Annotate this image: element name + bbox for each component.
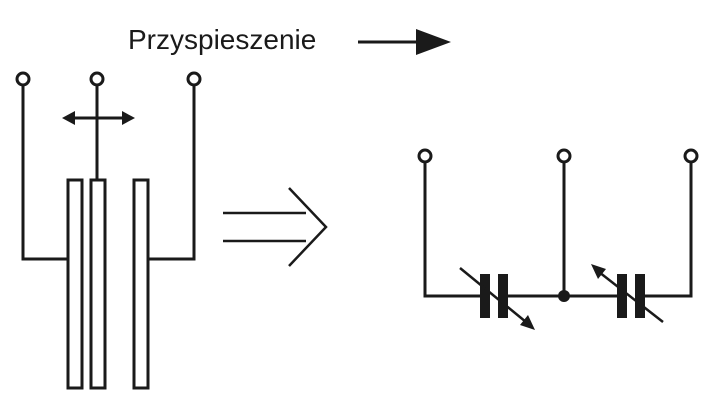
- movement-arrow-icon: [62, 111, 135, 125]
- circuit-right-terminal: [683, 148, 699, 164]
- circuit-left-wire: [423, 162, 480, 298]
- title-group: Przyspieszenie: [128, 24, 451, 55]
- double-right-arrow-icon: [223, 187, 328, 267]
- sensor-structure: [15, 71, 202, 390]
- right-terminal: [186, 71, 202, 87]
- junction-dot: [558, 290, 570, 302]
- variable-capacitor-right-icon: [591, 264, 664, 323]
- fixed-plate-left: [66, 178, 84, 390]
- title-label: Przyspieszenie: [128, 24, 316, 55]
- direction-arrow-icon: [358, 29, 451, 55]
- circuit-right-wire: [645, 162, 693, 298]
- circuit-left-terminal: [417, 148, 433, 164]
- fixed-plate-right: [132, 178, 150, 390]
- right-lead-wire: [148, 85, 196, 261]
- center-terminal: [89, 71, 105, 87]
- movable-plate: [89, 178, 107, 390]
- left-terminal: [15, 71, 31, 87]
- left-lead-wire: [21, 85, 68, 261]
- variable-capacitor-left-icon: [459, 267, 535, 330]
- circuit-center-terminal: [556, 148, 572, 164]
- equivalent-circuit: [417, 148, 699, 330]
